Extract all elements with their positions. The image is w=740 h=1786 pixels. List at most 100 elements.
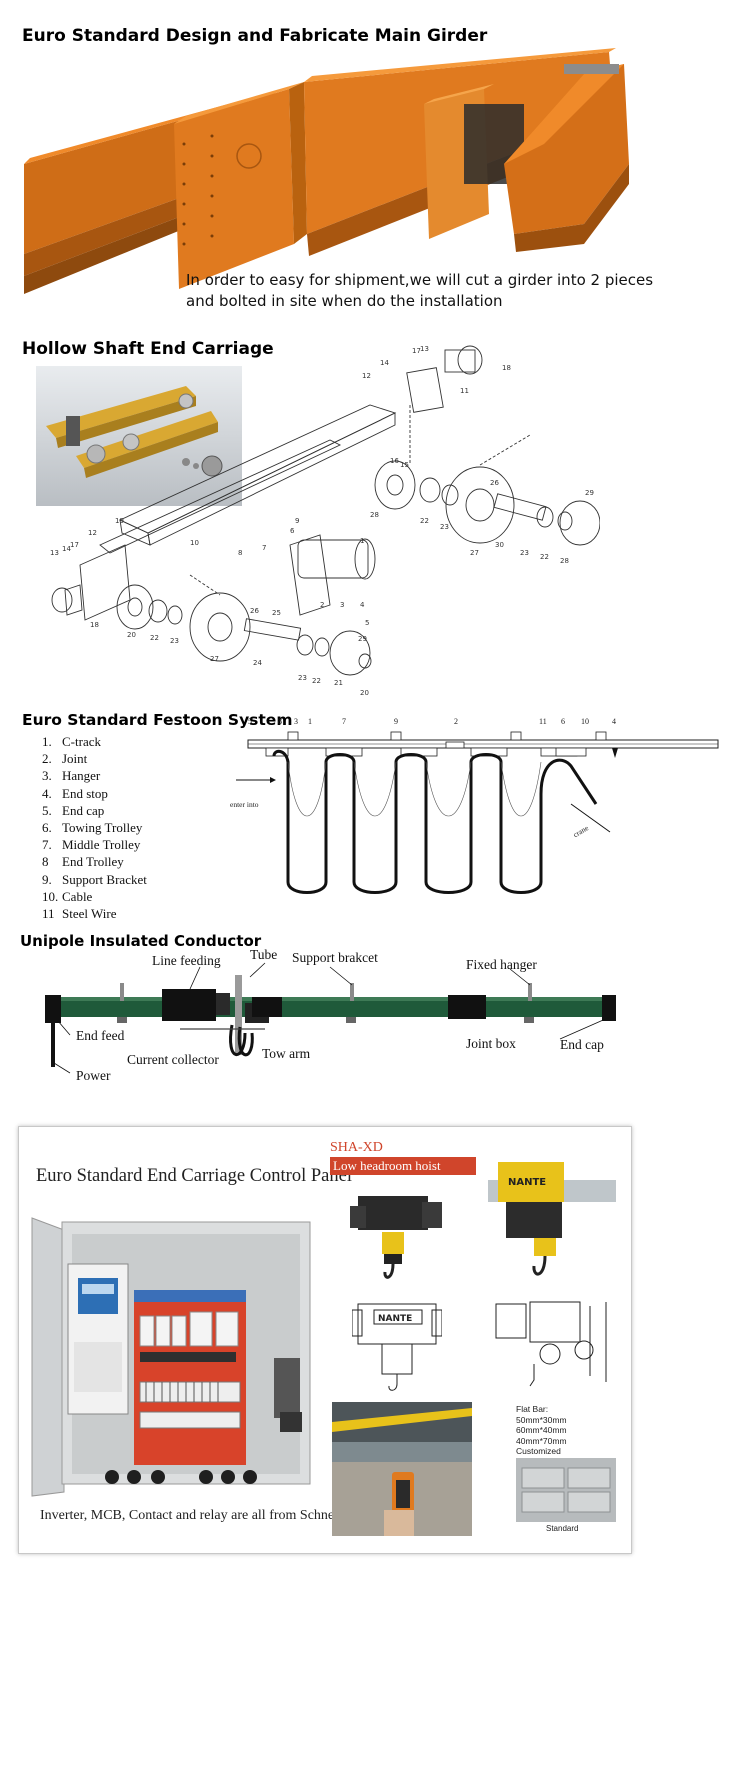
girder-caption-line-1: In order to easy for shipment,we will cu… — [186, 271, 654, 289]
svg-text:3: 3 — [340, 601, 344, 609]
standard-label: Standard — [546, 1524, 579, 1533]
flat-bar-title: Flat Bar: — [516, 1404, 549, 1414]
girder-caption: In order to easy for shipment,we will cu… — [186, 270, 666, 312]
svg-text:26: 26 — [490, 479, 499, 487]
festoon-diagram-number: 6 — [561, 717, 565, 726]
festoon-diagram: 5 8 3 1 7 9 2 11 6 10 4 enter into crane — [230, 717, 719, 894]
tube-label: Tube — [250, 947, 278, 962]
svg-text:12: 12 — [362, 372, 371, 380]
svg-text:2: 2 — [320, 601, 324, 609]
festoon-legend-item: 7.Middle Trolley — [42, 837, 141, 853]
festoon-legend: 1.C-track 2.Joint 3.Hanger 4.End stop 5.… — [42, 733, 147, 922]
flat-bar-size: 50mm*30mm — [516, 1414, 567, 1425]
svg-text:8: 8 — [238, 549, 242, 557]
svg-text:10: 10 — [190, 539, 199, 547]
svg-text:9: 9 — [295, 517, 299, 525]
svg-text:22: 22 — [420, 517, 429, 525]
end-cap-label: End cap — [560, 1037, 604, 1052]
control-panel-footer: Inverter, MCB, Contact and relay are all… — [40, 1508, 359, 1523]
end-carriage-section-title: Hollow Shaft End Carriage — [22, 339, 274, 359]
festoon-legend-item: 2.Joint — [42, 751, 88, 767]
svg-text:27: 27 — [210, 655, 219, 663]
svg-text:13: 13 — [420, 345, 429, 353]
festoon-diagram-number: 10 — [581, 717, 589, 726]
crane-label: crane — [571, 823, 590, 839]
festoon-legend-item: 5.End cap — [42, 802, 105, 818]
power-label: Power — [76, 1068, 111, 1083]
svg-text:18: 18 — [90, 621, 99, 629]
conductor-diagram — [45, 962, 616, 1074]
hoist-brand-label: NANTE — [508, 1177, 546, 1188]
festoon-legend-item: 9.Support Bracket — [42, 871, 147, 887]
flat-bar-photo — [516, 1458, 616, 1522]
svg-text:29: 29 — [585, 489, 594, 497]
svg-text:17: 17 — [70, 541, 79, 549]
festoon-diagram-number: 5 — [248, 717, 252, 726]
hoist-name-banner: Low headroom hoist — [330, 1157, 476, 1175]
svg-text:27: 27 — [470, 549, 479, 557]
svg-text:24: 24 — [253, 659, 262, 667]
svg-text:17: 17 — [412, 347, 421, 355]
hoist-model-label: SHA-XD — [330, 1140, 383, 1155]
festoon-diagram-number: 7 — [342, 717, 346, 726]
svg-text:4: 4 — [360, 601, 365, 609]
svg-text:23: 23 — [520, 549, 529, 557]
main-girder-photo — [24, 48, 629, 294]
svg-text:5: 5 — [365, 619, 369, 627]
current-collector-label: Current collector — [127, 1052, 219, 1067]
festoon-diagram-number: 9 — [394, 717, 398, 726]
flat-bar-size: Customized — [516, 1446, 561, 1456]
svg-text:7: 7 — [262, 544, 266, 552]
svg-text:14: 14 — [380, 359, 389, 367]
svg-text:6: 6 — [290, 527, 295, 535]
svg-text:23: 23 — [170, 637, 179, 645]
end-carriage-photo — [36, 366, 242, 506]
festoon-diagram-number: 3 — [294, 717, 298, 726]
svg-text:19: 19 — [115, 517, 124, 525]
festoon-legend-item: 6.Towing Trolley — [42, 820, 143, 836]
svg-text:14: 14 — [62, 545, 71, 553]
enter-into-label: enter into — [230, 800, 259, 809]
festoon-section-title: Euro Standard Festoon System — [22, 711, 293, 729]
svg-text:22: 22 — [312, 677, 321, 685]
svg-text:15: 15 — [400, 461, 409, 469]
festoon-legend-item: 3.Hanger — [42, 768, 101, 784]
flat-bar-size: 40mm*70mm — [516, 1435, 567, 1446]
svg-text:22: 22 — [150, 634, 159, 642]
support-bracket-label: Support brakcet — [292, 950, 378, 965]
svg-text:22: 22 — [540, 553, 549, 561]
festoon-diagram-number: 11 — [539, 717, 547, 726]
workshop-remote-photo — [332, 1402, 472, 1536]
hoist-drawing-brand: NANTE — [378, 1314, 412, 1324]
hoist-render-right: NANTE — [488, 1162, 616, 1276]
svg-text:29: 29 — [358, 635, 367, 643]
flat-bar-info: Flat Bar: 50mm*30mm 60mm*40mm 40mm*70mm … — [516, 1404, 567, 1457]
festoon-diagram-number: 8 — [278, 717, 282, 726]
girder-section-title: Euro Standard Design and Fabricate Main … — [22, 26, 488, 46]
girder-caption-line-2: and bolted in site when do the installat… — [186, 292, 503, 310]
joint-box-label: Joint box — [466, 1036, 516, 1051]
svg-text:25: 25 — [272, 609, 281, 617]
hoist-render-left — [350, 1196, 442, 1279]
svg-text:1: 1 — [360, 537, 364, 545]
svg-text:11: 11 — [460, 387, 469, 395]
flat-bar-size: 60mm*40mm — [516, 1425, 567, 1435]
control-panel-photo — [31, 1217, 311, 1497]
svg-text:20: 20 — [127, 631, 136, 639]
end-feed-label: End feed — [76, 1028, 125, 1043]
svg-text:23: 23 — [298, 674, 307, 682]
festoon-legend-item: 1.C-track — [42, 734, 101, 749]
line-feeding-label: Line feeding — [152, 953, 221, 968]
festoon-legend-item: 10.Cable — [42, 888, 93, 904]
svg-text:13: 13 — [50, 549, 59, 557]
conductor-section-title: Unipole Insulated Conductor — [20, 932, 262, 950]
festoon-diagram-number: 2 — [454, 717, 458, 726]
tow-arm-label: Tow arm — [262, 1046, 311, 1061]
svg-text:21: 21 — [334, 679, 343, 687]
svg-text:26: 26 — [250, 607, 259, 615]
svg-text:12: 12 — [88, 529, 97, 537]
festoon-diagram-number: 1 — [308, 717, 312, 726]
